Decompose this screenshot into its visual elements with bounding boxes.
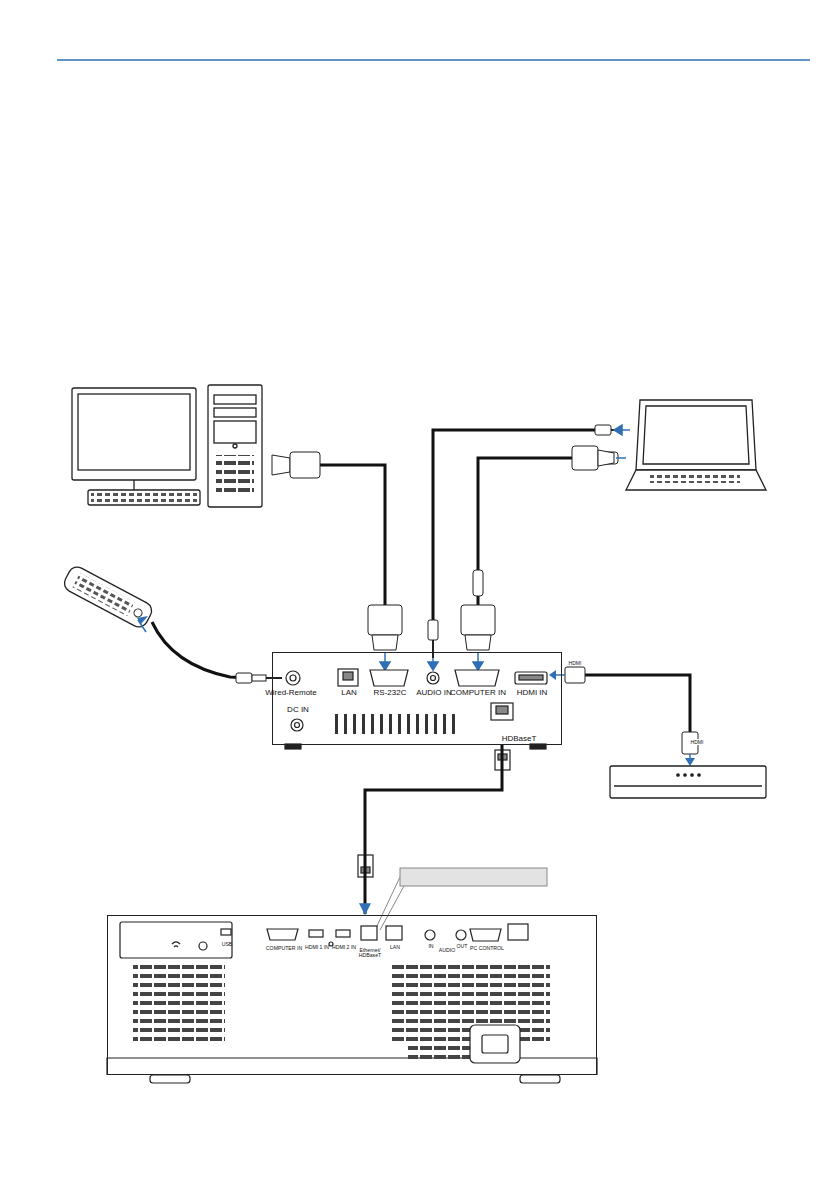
port-label: IN (428, 944, 433, 949)
port-label: OUT (457, 944, 468, 949)
audio-cable (428, 425, 622, 658)
remote-control (61, 564, 154, 630)
port-label: Ethernet/ HDBaseT (357, 948, 383, 959)
callout-box (376, 868, 547, 930)
port-label: USB (222, 942, 233, 947)
transmitter-box: Wired-RemoteLANRS-232CAUDIO INCOMPUTER I… (272, 652, 562, 745)
arrow-head (137, 616, 148, 624)
header-rule (57, 59, 810, 61)
port-label: LAN (390, 945, 400, 950)
vga-cable (461, 446, 618, 650)
port-label: RS-232C (374, 689, 407, 697)
projector-body: USB COMPUTER INHDMI 1 INHDMI 2 INEthernet… (107, 915, 597, 1075)
port-label: Wired-Remote (265, 689, 317, 697)
port-label: HDBaseT (502, 735, 537, 743)
plug-marking: HDMI (690, 739, 705, 745)
transmitter-details (285, 669, 547, 749)
plug-marking: HDMI (568, 660, 583, 666)
hdbaset-cable (365, 745, 502, 914)
desktop-pc (72, 385, 262, 507)
port-label: HDMI 2 IN (332, 945, 356, 950)
port-label: COMPUTER IN (450, 689, 506, 697)
hdmi-cable (549, 667, 698, 766)
serial-cable (272, 452, 402, 650)
port-label: AUDIO (439, 948, 455, 953)
arrow (380, 425, 630, 670)
rj45-plug (358, 750, 510, 877)
port-label: HDMI IN (517, 689, 548, 697)
port-label: PC CONTROL (470, 946, 504, 951)
remote-cable (152, 622, 248, 678)
port-label: DC IN (287, 706, 309, 714)
port-label: COMPUTER IN (266, 946, 302, 951)
mini-jack-plug (236, 673, 282, 683)
video-device (610, 766, 766, 798)
projector-details (107, 922, 597, 1083)
port-label: LAN (341, 689, 357, 697)
laptop (626, 400, 766, 490)
port-label: AUDIO IN (416, 689, 452, 697)
port-label: HDMI 1 IN (305, 945, 329, 950)
